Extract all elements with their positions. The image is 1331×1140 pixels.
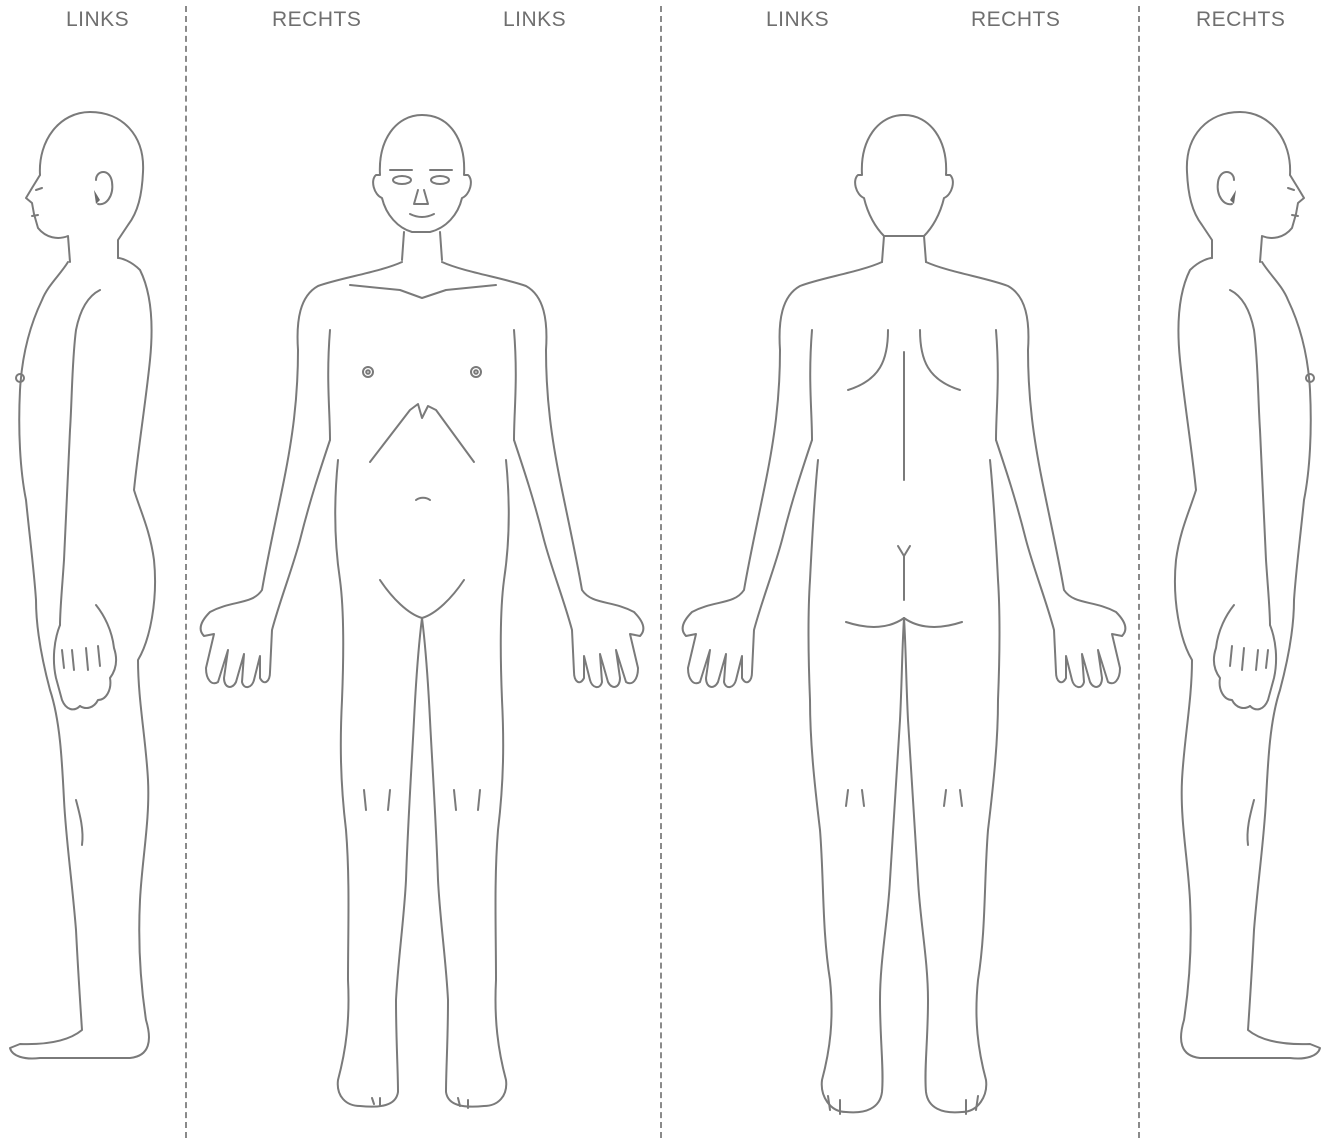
body-chart: LINKS RECHTS LINKS LINKS RECHTS RECHTS (0, 0, 1331, 1140)
figure-side-right (0, 0, 1331, 1140)
